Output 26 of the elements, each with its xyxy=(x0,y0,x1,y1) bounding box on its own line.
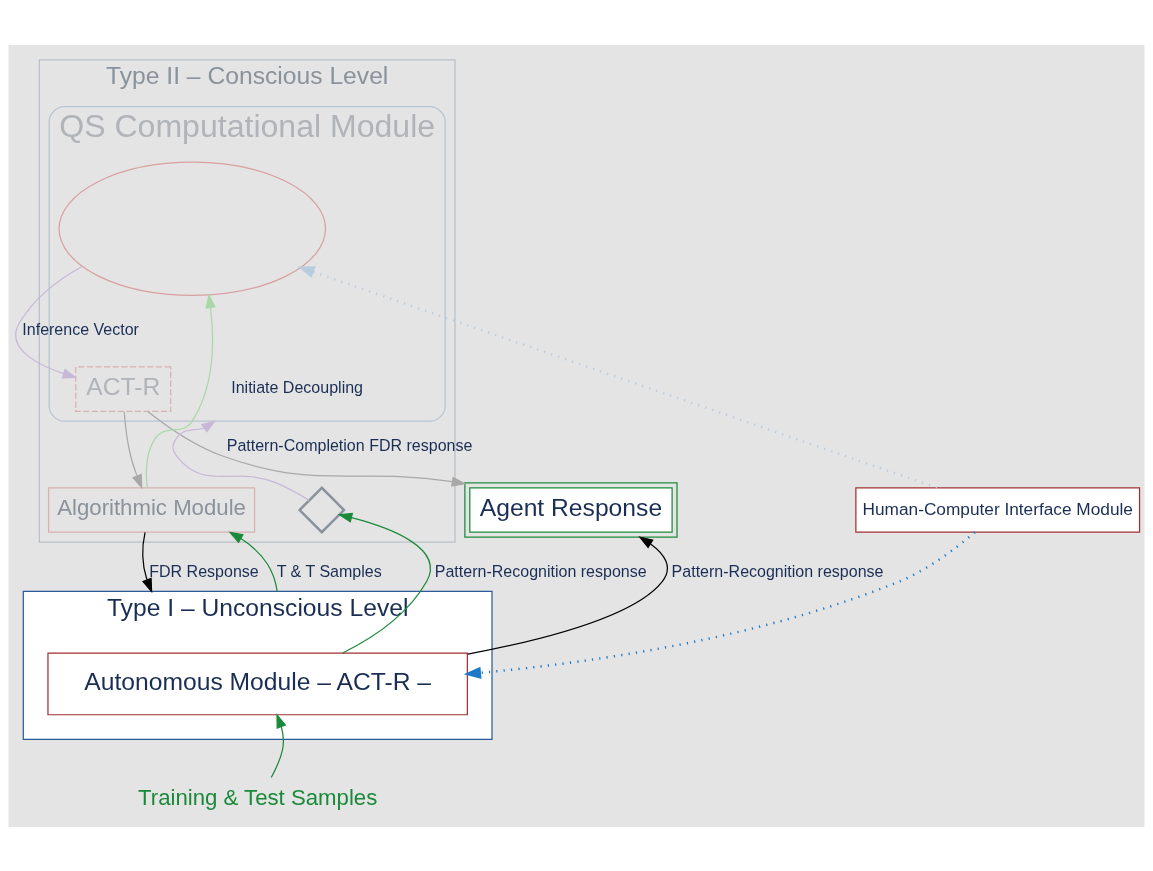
edge-label: Pattern-Recognition response xyxy=(434,561,647,580)
edge-label: Inference Vector xyxy=(22,319,139,338)
node-text: Training & Test Samples xyxy=(138,784,378,810)
arrow xyxy=(15,265,83,378)
arrow xyxy=(337,512,431,654)
node-box: Human-Computer Interface Module xyxy=(855,486,1141,533)
arrow xyxy=(172,419,310,501)
node-ellipse xyxy=(58,161,327,296)
edge-label: Initiate Decoupling xyxy=(231,377,364,396)
edge-label: T & T Samples xyxy=(276,561,382,580)
arrow xyxy=(228,530,278,592)
arrow xyxy=(123,410,143,489)
node-box: Algorithmic Module xyxy=(47,486,256,533)
arrow xyxy=(145,292,216,488)
arrow xyxy=(467,535,668,655)
node-box: Agent Response xyxy=(464,481,678,538)
node-box: Autonomous Module – ACT-R – xyxy=(47,651,468,715)
node-diamond xyxy=(297,485,346,534)
arrow xyxy=(270,712,287,778)
edge-label: Pattern-Recognition response xyxy=(671,561,884,580)
arrow xyxy=(463,530,976,679)
arrow xyxy=(147,410,467,487)
arrow xyxy=(141,531,153,593)
edge-label: Pattern-Completion FDR response xyxy=(226,435,473,454)
arrow xyxy=(297,265,938,489)
edge-label: FDR Response xyxy=(149,561,259,580)
